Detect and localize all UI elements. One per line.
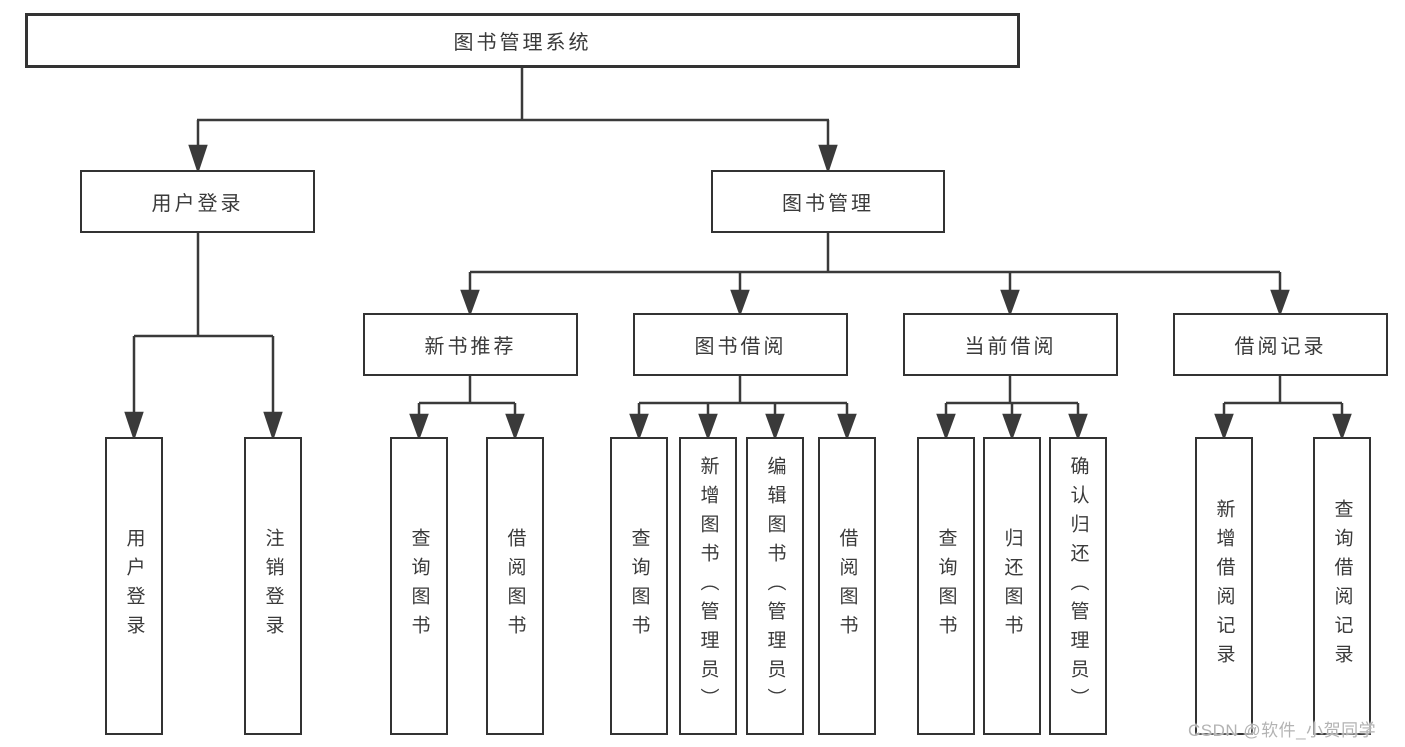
node-root-library-system: 图书管理系统 bbox=[25, 13, 1020, 68]
arrowhead-to-new-book bbox=[460, 289, 480, 317]
leaf-bb-borrow-books: 借阅图书 bbox=[818, 437, 876, 735]
leaf-bb-add-books-admin: 新增图书（管理员） bbox=[679, 437, 737, 735]
connector-borrow-records-children bbox=[1222, 376, 1344, 417]
leaf-bb-edit-books-admin: 编辑图书（管理员） bbox=[746, 437, 804, 735]
arrowhead-to-leaf-logout bbox=[263, 411, 283, 441]
connector-user-login-children bbox=[132, 233, 275, 415]
arrowhead-bb-query bbox=[629, 413, 649, 441]
connector-new-book-children bbox=[417, 376, 517, 417]
arrowhead-to-book-borrow bbox=[730, 289, 750, 317]
arrowhead-to-book-mgmt bbox=[818, 144, 838, 174]
arrowhead-br-add bbox=[1214, 413, 1234, 441]
arrowhead-bb-borrow bbox=[837, 413, 857, 441]
leaf-nb-query-books: 查询图书 bbox=[390, 437, 448, 735]
arrowhead-to-leaf-user-login bbox=[124, 411, 144, 441]
arrowhead-cb-query bbox=[936, 413, 956, 441]
leaf-cb-query-books: 查询图书 bbox=[917, 437, 975, 735]
arrowhead-bb-edit bbox=[765, 413, 785, 441]
node-new-book-recommend: 新书推荐 bbox=[363, 313, 578, 376]
arrowhead-to-user-login bbox=[188, 144, 208, 174]
leaf-logout: 注销登录 bbox=[244, 437, 302, 735]
connector-book-mgmt-to-level3 bbox=[468, 233, 1282, 293]
leaf-bb-query-books: 查询图书 bbox=[610, 437, 668, 735]
arrowhead-nb-query bbox=[409, 413, 429, 441]
leaf-br-add-record: 新增借阅记录 bbox=[1195, 437, 1253, 735]
node-user-login: 用户登录 bbox=[80, 170, 315, 233]
arrowhead-br-query bbox=[1332, 413, 1352, 441]
arrowhead-nb-borrow bbox=[505, 413, 525, 441]
arrowhead-to-borrow-records bbox=[1270, 289, 1290, 317]
node-current-borrow: 当前借阅 bbox=[903, 313, 1118, 376]
arrowhead-bb-add bbox=[698, 413, 718, 441]
node-book-mgmt: 图书管理 bbox=[711, 170, 945, 233]
arrowhead-cb-confirm bbox=[1068, 413, 1088, 441]
arrowhead-to-current-borrow bbox=[1000, 289, 1020, 317]
connector-root-to-level2 bbox=[196, 68, 830, 148]
leaf-cb-return-books: 归还图书 bbox=[983, 437, 1041, 735]
node-borrow-records: 借阅记录 bbox=[1173, 313, 1388, 376]
connector-book-borrow-children bbox=[637, 376, 849, 417]
leaf-nb-borrow-books: 借阅图书 bbox=[486, 437, 544, 735]
leaf-cb-confirm-return-admin: 确认归还（管理员） bbox=[1049, 437, 1107, 735]
node-book-borrow: 图书借阅 bbox=[633, 313, 848, 376]
leaf-br-query-record: 查询借阅记录 bbox=[1313, 437, 1371, 735]
csdn-watermark: CSDN @软件_小贺同学 bbox=[1188, 721, 1377, 740]
leaf-user-login: 用户登录 bbox=[105, 437, 163, 735]
connector-current-borrow-children bbox=[944, 376, 1080, 417]
arrowhead-cb-return bbox=[1002, 413, 1022, 441]
